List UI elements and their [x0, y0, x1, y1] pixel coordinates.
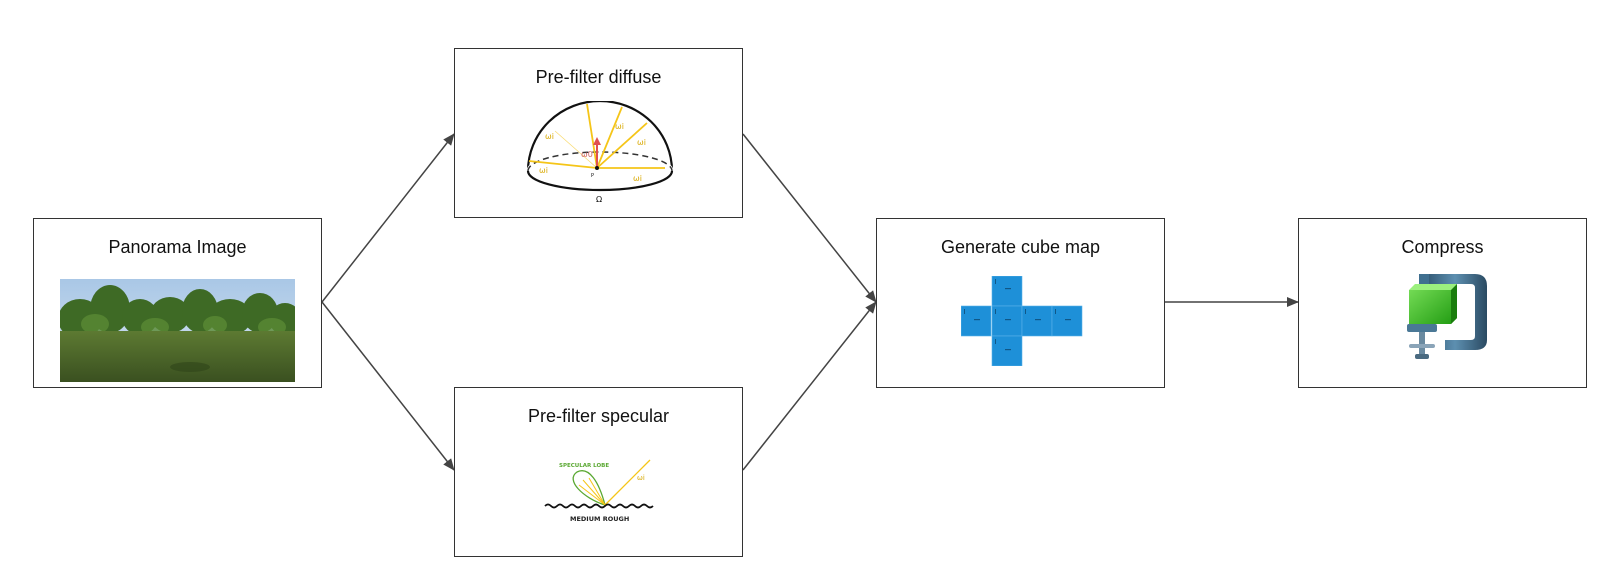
arrow-diffuse-to-cubemap [742, 133, 877, 303]
label-omega-0: ω0 [581, 150, 593, 159]
hemisphere-diagram-icon: ωi ωi ωi ωi ωi ω0 P Ω [526, 101, 674, 204]
label-omega-i: ωi [545, 132, 554, 141]
panorama-photo-icon [60, 279, 295, 382]
node-cubemap[interactable]: Generate cube map [876, 218, 1165, 388]
label-point-p: P [591, 173, 594, 179]
label-specular-lobe: SPECULAR LOBE [559, 463, 609, 469]
node-title: Pre-filter specular [527, 406, 670, 426]
node-compress[interactable]: Compress [1298, 218, 1587, 388]
node-title: Panorama Image [108, 237, 247, 257]
node-specular[interactable]: Pre-filter specular SPECULAR LOBE ωi MED… [454, 387, 743, 557]
node-title: Compress [1401, 237, 1484, 257]
node-panorama[interactable]: Panorama Image [33, 218, 322, 388]
label-domain-omega: Ω [596, 195, 602, 204]
specular-lobe-diagram-icon: SPECULAR LOBE ωi MEDIUM ROUGH [544, 459, 654, 523]
node-diffuse[interactable]: Pre-filter diffuse ωi ωi ωi ωi ωi ω0 P Ω [454, 48, 743, 218]
node-title: Pre-filter diffuse [535, 67, 662, 87]
clamp-compress-icon [1407, 274, 1487, 359]
arrow-panorama-to-diffuse [321, 133, 455, 303]
label-omega-i: ωi [633, 174, 642, 183]
arrow-specular-to-cubemap [742, 301, 877, 471]
cube-map-cross-icon [961, 276, 1083, 366]
label-omega-i: ωi [637, 474, 645, 482]
label-omega-i: ωi [539, 166, 548, 175]
label-medium-rough: MEDIUM ROUGH [570, 515, 629, 523]
node-title: Generate cube map [940, 237, 1101, 257]
label-omega-i: ωi [615, 122, 624, 131]
arrow-panorama-to-specular [321, 301, 455, 471]
label-omega-i: ωi [637, 138, 646, 147]
